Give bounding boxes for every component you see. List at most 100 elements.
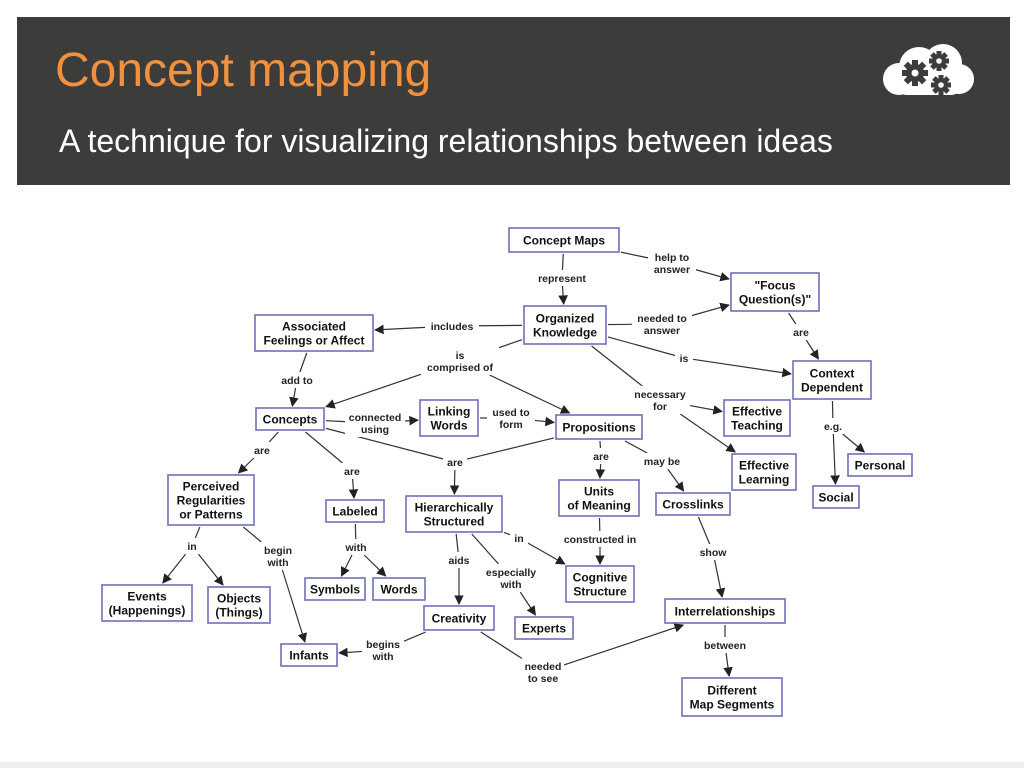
concept-node-text: Crosslinks	[662, 498, 724, 512]
link-label-are-ctx: are	[789, 324, 813, 340]
link-label-text: aids	[448, 555, 469, 567]
edge-necessary-for-to-effective-learning	[679, 413, 736, 453]
link-label-text: answer	[654, 264, 690, 276]
concept-node-text: Social	[818, 491, 853, 505]
link-label-text: answer	[644, 325, 680, 337]
link-label-text: using	[361, 424, 389, 436]
concept-node-box	[664, 598, 786, 624]
concept-node-text: Infants	[289, 649, 329, 663]
link-label-between: between	[701, 637, 749, 653]
edge-in-cognitive-to-cognitive-structure	[527, 542, 566, 565]
concept-node-box	[730, 272, 820, 312]
edge-is-ctx-to-context-dependent	[692, 358, 792, 378]
concept-node-text: Structure	[573, 585, 627, 599]
concept-node-text: Propositions	[562, 421, 636, 435]
edge-eg-to-social	[830, 433, 840, 485]
edge-are-labeled-to-labeled	[348, 478, 359, 499]
concept-node-box	[304, 577, 366, 601]
edge-crosslinks-to-show	[697, 516, 711, 545]
edge-may-be-to-crosslinks	[667, 468, 685, 492]
edge-begin-with-to-infants	[281, 569, 307, 643]
concept-node-concept-maps: Concept Maps	[508, 227, 620, 253]
edge-needed-to-see-to-interrelationships	[563, 623, 685, 666]
concept-node-box	[372, 577, 426, 601]
concept-node-box	[655, 492, 731, 516]
concept-node-symbols: Symbols	[304, 577, 366, 601]
link-label-text: includes	[431, 321, 474, 333]
link-label-text: begin	[264, 545, 292, 557]
concept-node-box	[405, 495, 503, 533]
link-label-text: form	[499, 419, 522, 431]
concept-node-text: Question(s)"	[739, 293, 811, 307]
edge-necessary-for-to-effective-teaching	[689, 404, 723, 415]
concept-node-text: Dependent	[801, 381, 863, 395]
concept-node-text: Associated	[282, 320, 346, 334]
concept-node-box	[419, 399, 479, 437]
edge-concepts-to-are-perceived	[268, 431, 279, 443]
concept-node-text: Concept Maps	[523, 234, 605, 248]
concept-node-text: Words	[380, 583, 417, 597]
edge-perceived-regularities-to-in-events	[194, 526, 201, 539]
link-label-is-ctx: is	[675, 350, 693, 366]
concept-node-text: Personal	[855, 459, 906, 473]
link-label-represent: represent	[532, 270, 592, 286]
link-label-are-hier: are	[443, 454, 467, 470]
link-label-text: may be	[644, 456, 680, 468]
concept-node-text: "Focus	[754, 279, 795, 293]
link-label-text: especially	[486, 567, 536, 579]
link-label-text: connected	[349, 412, 402, 424]
link-label-text: in	[514, 533, 523, 545]
concept-node-text: Objects	[217, 592, 261, 606]
edge-creativity-to-needed-to-see	[480, 631, 523, 660]
concept-node-text: Structured	[424, 515, 485, 529]
concept-node-box	[847, 453, 913, 477]
concept-node-box	[792, 360, 872, 400]
slide-title: Concept mapping	[55, 44, 432, 97]
concept-node-text: Knowledge	[533, 326, 597, 340]
edge-are-perceived-to-perceived-regularities	[237, 457, 255, 474]
concept-node-text: Cognitive	[573, 571, 628, 585]
edge-organized-knowledge-to-necessary-for	[591, 345, 643, 387]
concept-node-personal: Personal	[847, 453, 913, 477]
edge-focus-question-to-are-ctx	[788, 312, 797, 325]
link-label-text: needed	[525, 661, 562, 673]
edge-hierarchically-structured-to-especially-with	[471, 533, 499, 565]
link-label-text: for	[653, 401, 667, 413]
concept-node-box	[254, 314, 374, 352]
concept-node-infants: Infants	[280, 643, 338, 667]
concept-node-text: Events	[127, 590, 167, 604]
concept-node-text: Creativity	[432, 612, 487, 626]
edge-creativity-to-begins-with	[403, 631, 426, 642]
link-label-in-events: in	[183, 538, 201, 554]
edge-is-comprised-of-to-concepts	[325, 373, 422, 409]
concept-node-events: Events(Happenings)	[101, 584, 193, 622]
link-label-eg: e.g.	[818, 418, 848, 434]
edge-show-to-interrelationships	[714, 559, 726, 598]
edge-are-units-to-units-of-meaning	[595, 463, 606, 479]
link-label-constructed-in: constructed in	[555, 531, 645, 547]
link-label-text: with	[267, 557, 289, 569]
concept-node-experts: Experts	[514, 616, 574, 640]
concept-node-text: Different	[707, 684, 756, 698]
concept-node-box	[523, 305, 607, 345]
concept-node-text: Words	[430, 419, 467, 433]
concept-node-text: (Things)	[215, 606, 262, 620]
concept-node-objects: Objects(Things)	[207, 586, 271, 624]
concept-node-text: Experts	[522, 622, 566, 636]
concept-node-text: Feelings or Affect	[264, 334, 365, 348]
slide-subtitle: A technique for visualizing relationship…	[59, 123, 833, 159]
concept-node-crosslinks: Crosslinks	[655, 492, 731, 516]
